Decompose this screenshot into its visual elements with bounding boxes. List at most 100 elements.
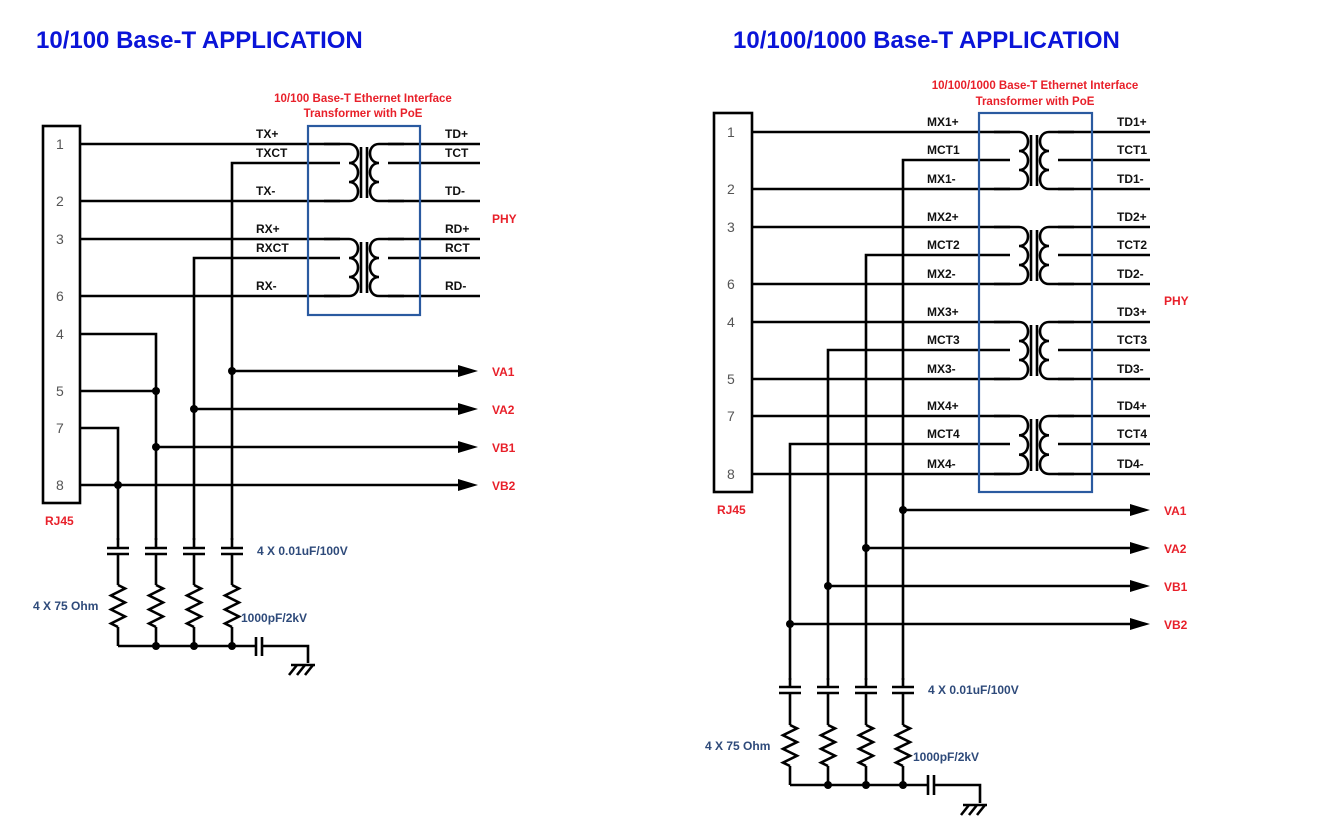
line-side-signal-label: MX1+ — [927, 115, 959, 129]
phy-side-signal-label: RCT — [445, 241, 470, 255]
left-title: 10/100 Base-T APPLICATION — [36, 27, 363, 54]
power-output-label: VB1 — [1164, 580, 1188, 594]
left-transformer-box — [306, 124, 422, 317]
rj45-pin-number: 2 — [56, 193, 64, 209]
wire — [192, 256, 340, 645]
rj45-pin-number: 6 — [727, 276, 735, 292]
right-transformer-box — [977, 111, 1094, 494]
line-side-signal-label: MCT3 — [927, 333, 960, 347]
line-side-signal-label: TXCT — [256, 146, 288, 160]
rj45-pin-number: 8 — [56, 477, 64, 493]
phy-side-signal-label: TD4+ — [1117, 399, 1147, 413]
line-side-signal-label: RX+ — [256, 222, 280, 236]
resistor-icon — [108, 583, 128, 629]
coil-winding-icon — [1018, 414, 1030, 476]
rj45-pin-number: 3 — [56, 231, 64, 247]
arrow-head-icon — [458, 365, 478, 377]
junction-dot — [152, 642, 160, 650]
resistor-icon — [856, 723, 876, 768]
line-side-signal-label: MX4- — [927, 457, 956, 471]
phy-side-signal-label: TD4- — [1117, 457, 1144, 471]
line-side-signal-label: MCT2 — [927, 238, 960, 252]
right-rj45-connector — [712, 111, 754, 494]
junction-dot — [824, 582, 832, 590]
junction-dot — [152, 443, 160, 451]
rj45-pin-number: 4 — [727, 314, 735, 330]
arrow-head-icon — [458, 403, 478, 415]
resistor-value-label: 4 X 75 Ohm — [705, 739, 770, 753]
left-transformer-label-line1: 10/100 Base-T Ethernet Interface — [274, 93, 452, 105]
resistor-icon — [818, 723, 838, 768]
power-output-label: VB1 — [492, 441, 516, 455]
phy-side-signal-label: TCT3 — [1117, 333, 1147, 347]
ground-icon — [287, 664, 299, 676]
left-diagram: 10/100 Base-T APPLICATION 10/100 Base-T … — [33, 27, 517, 676]
phy-side-signal-label: TCT1 — [1117, 143, 1147, 157]
line-side-signal-label: RX- — [256, 279, 277, 293]
resistor-icon — [780, 723, 800, 768]
wire — [934, 783, 982, 803]
resistor-icon — [222, 583, 242, 629]
ground-icon — [295, 664, 307, 676]
coil-winding-icon — [1038, 320, 1050, 381]
line-side-signal-label: MX1- — [927, 172, 956, 186]
ground-icon — [967, 804, 979, 816]
capacitor-value-label: 4 X 0.01uF/100V — [928, 683, 1019, 697]
phy-side-signal-label: TD+ — [445, 127, 468, 141]
capacitor-value-label: 4 X 0.01uF/100V — [257, 544, 348, 558]
line-side-signal-label: RXCT — [256, 241, 289, 255]
coil-winding-icon — [1018, 130, 1030, 191]
rj45-pin-number: 4 — [56, 326, 64, 342]
resistor-icon — [146, 583, 166, 629]
coil-winding-icon — [1038, 130, 1050, 191]
arrow-head-icon — [1130, 580, 1150, 592]
power-output-label: VB2 — [492, 479, 516, 493]
line-side-signal-label: TX- — [256, 184, 275, 198]
wire — [262, 644, 310, 663]
resistor-icon — [893, 723, 913, 768]
power-output-label: VA2 — [492, 403, 515, 417]
arrow-head-icon — [458, 441, 478, 453]
line-side-signal-label: MX2+ — [927, 210, 959, 224]
rj45-pin-number: 8 — [727, 466, 735, 482]
coil-winding-icon — [1018, 225, 1030, 286]
line-side-signal-label: MCT4 — [927, 427, 960, 441]
phy-side-signal-label: TD1+ — [1117, 115, 1147, 129]
phy-side-signal-label: TD- — [445, 184, 465, 198]
line-side-signal-label: MX3+ — [927, 305, 959, 319]
resistor-value-label: 4 X 75 Ohm — [33, 599, 98, 613]
junction-dot — [899, 506, 907, 514]
coil-winding-icon — [1018, 320, 1030, 381]
right-title: 10/100/1000 Base-T APPLICATION — [733, 27, 1120, 54]
line-side-signal-label: TX+ — [256, 127, 278, 141]
junction-dot — [862, 781, 870, 789]
phy-side-signal-label: TD3- — [1117, 362, 1144, 376]
left-rj45-connector — [41, 124, 82, 505]
hv-capacitor-value-label: 1000pF/2kV — [241, 611, 307, 625]
left-phy-label: PHY — [492, 212, 517, 226]
rj45-pin-number: 6 — [56, 288, 64, 304]
phy-side-signal-label: RD+ — [445, 222, 469, 236]
phy-side-signal-label: RD- — [445, 279, 466, 293]
junction-dot — [899, 781, 907, 789]
arrow-head-icon — [1130, 542, 1150, 554]
junction-dot — [228, 367, 236, 375]
right-transformer-label-line1: 10/100/1000 Base-T Ethernet Interface — [932, 80, 1138, 92]
hv-capacitor-value-label: 1000pF/2kV — [913, 750, 979, 764]
coil-winding-icon — [1038, 414, 1050, 476]
wire — [826, 348, 1010, 785]
right-phy-label: PHY — [1164, 294, 1189, 308]
ground-icon — [303, 664, 315, 676]
arrow-head-icon — [458, 479, 478, 491]
power-output-label: VA2 — [1164, 542, 1187, 556]
wire — [864, 253, 1010, 785]
phy-side-signal-label: TD3+ — [1117, 305, 1147, 319]
junction-dot — [862, 544, 870, 552]
phy-side-signal-label: TCT4 — [1117, 427, 1147, 441]
coil-winding-icon — [368, 237, 380, 298]
phy-side-signal-label: TCT — [445, 146, 469, 160]
junction-dot — [190, 405, 198, 413]
junction-dot — [824, 781, 832, 789]
junction-dot — [786, 620, 794, 628]
